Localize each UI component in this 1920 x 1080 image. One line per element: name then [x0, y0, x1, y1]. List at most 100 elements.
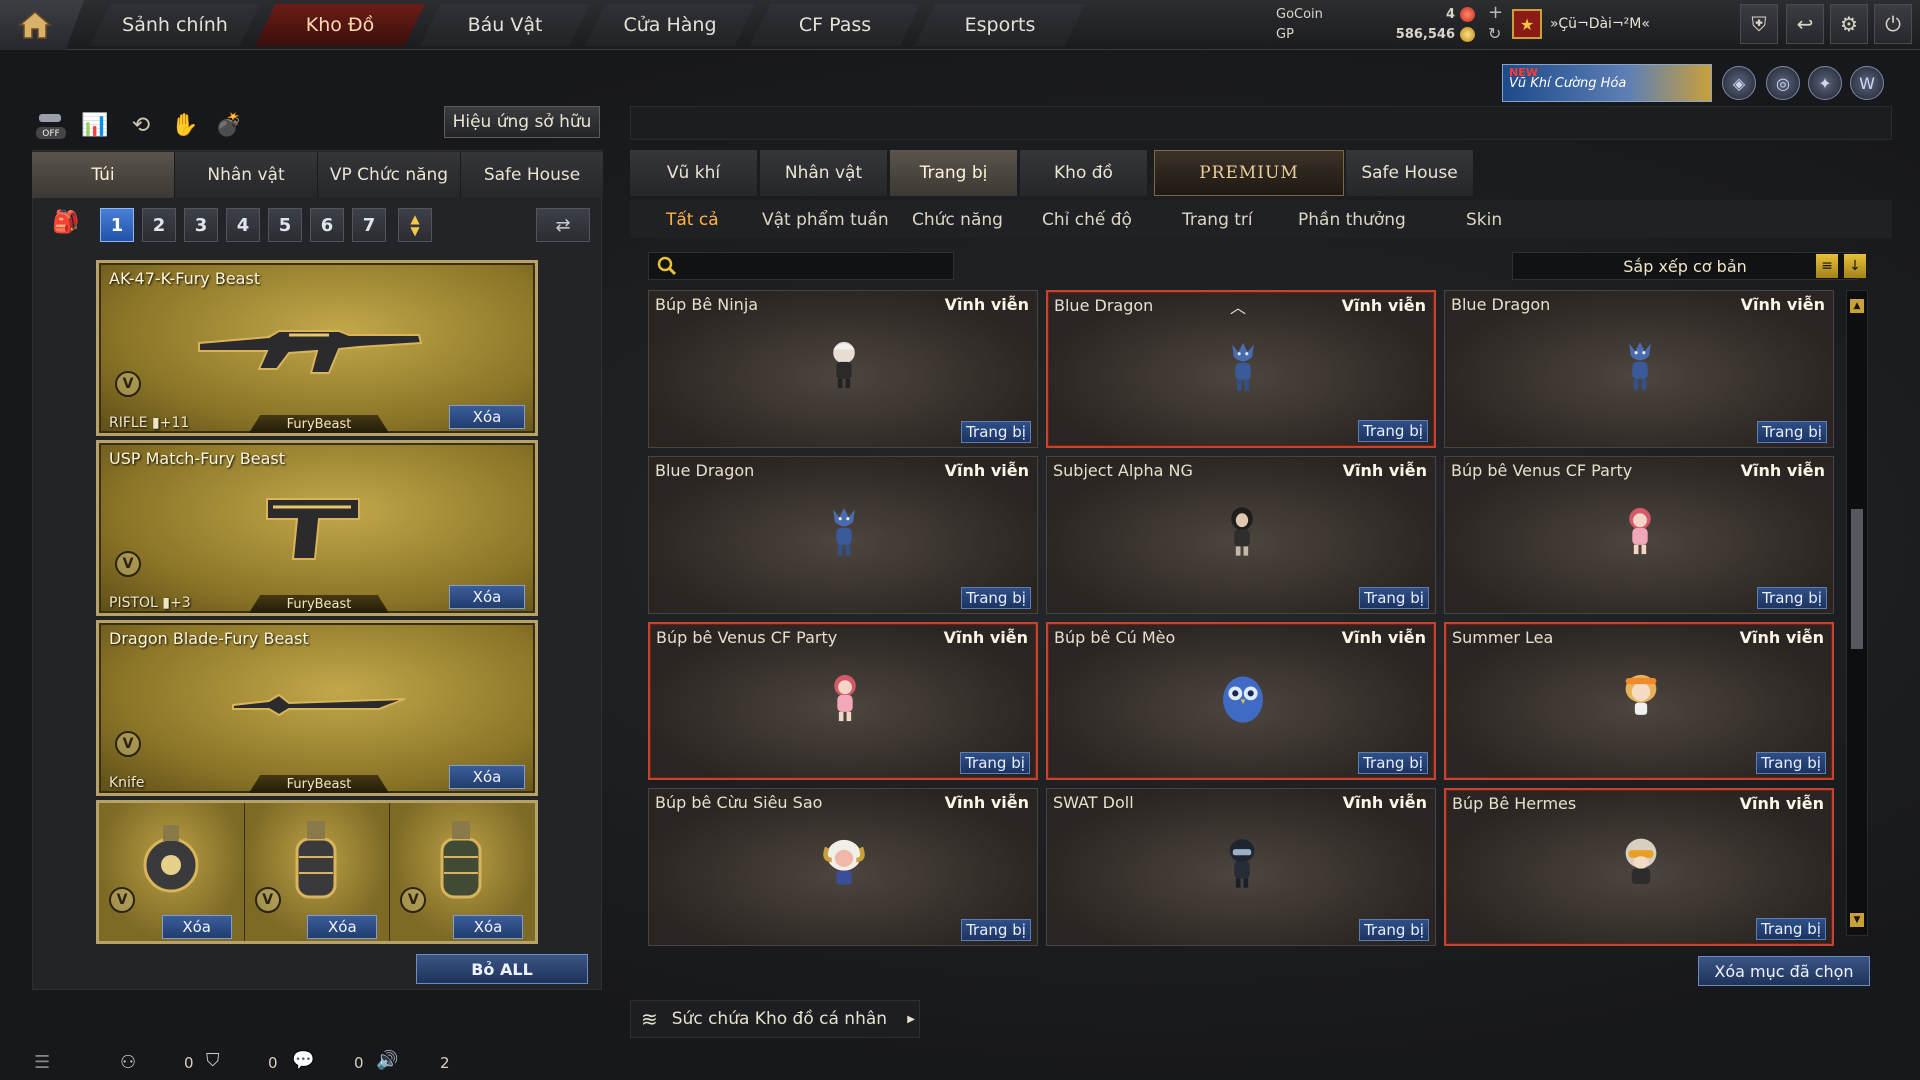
friends-icon[interactable]: ⚇: [120, 1052, 137, 1073]
bag-slot-1[interactable]: 1: [100, 208, 134, 242]
equip-button[interactable]: Trang bị: [1756, 752, 1826, 774]
scroll-down-icon[interactable]: ▼: [1850, 913, 1864, 927]
clan-shield-icon[interactable]: ⛉: [206, 1050, 220, 1071]
bag-slot-2[interactable]: 2: [142, 208, 176, 242]
nav-tab-lobby[interactable]: Sảnh chính: [90, 4, 260, 46]
tab-weapons[interactable]: Vũ khí: [630, 150, 758, 196]
grenade-slot-3[interactable]: V Xóa: [390, 803, 536, 941]
star-event-icon[interactable]: ✦: [1808, 66, 1842, 100]
toggle-off-icon[interactable]: OFF: [34, 108, 68, 142]
nav-tab-shop[interactable]: Cửa Hàng: [585, 4, 755, 46]
globe-event-icon[interactable]: ◎: [1766, 66, 1800, 100]
menu-list-icon[interactable]: ☰: [34, 1052, 51, 1073]
equip-button[interactable]: Trang bị: [1358, 752, 1428, 774]
tab-character[interactable]: Nhân vật: [175, 152, 318, 198]
bag-slot-6[interactable]: 6: [310, 208, 344, 242]
nav-tab-esports[interactable]: Esports: [915, 4, 1085, 46]
exit-room-icon[interactable]: ↩: [1786, 4, 1824, 44]
subtab-all[interactable]: Tất cả: [666, 210, 719, 230]
equip-button[interactable]: Trang bị: [1757, 421, 1827, 443]
grenade-slot-1[interactable]: V Xóa: [99, 803, 245, 941]
tab-premium[interactable]: PREMIUM: [1154, 150, 1344, 196]
search-input[interactable]: [685, 257, 953, 275]
bag-slot-5[interactable]: 5: [268, 208, 302, 242]
sort-dropdown[interactable]: Sắp xếp cơ bản: [1512, 252, 1858, 280]
transfer-bag-icon[interactable]: ⇄: [536, 208, 590, 242]
equip-button[interactable]: Trang bị: [1359, 587, 1429, 609]
tab-bag[interactable]: Túi: [32, 152, 175, 198]
weapon-card-knife[interactable]: Dragon Blade-Fury Beast V Knife FuryBeas…: [96, 620, 538, 796]
sort-desc-icon[interactable]: ↓: [1844, 254, 1866, 278]
delete-selected-button[interactable]: Xóa mục đã chọn: [1698, 956, 1870, 986]
item-search-box[interactable]: [648, 252, 954, 280]
scroll-thumb[interactable]: [1851, 509, 1863, 649]
add-coin-icon[interactable]: +: [1488, 2, 1504, 23]
subtab-mode-only[interactable]: Chỉ chế độ: [1042, 210, 1132, 230]
bag-slot-7[interactable]: 7: [352, 208, 386, 242]
chat-bubble-icon[interactable]: 💬: [292, 1050, 315, 1071]
tab-safe-house-right[interactable]: Safe House: [1346, 150, 1474, 196]
shield-icon[interactable]: ⛨: [1740, 4, 1778, 44]
equip-button[interactable]: Trang bị: [960, 752, 1030, 774]
list-view-icon[interactable]: ≡: [1816, 254, 1838, 278]
equip-button[interactable]: Trang bị: [1358, 420, 1428, 442]
item-grid-scrollbar[interactable]: ▲ ▼: [1846, 290, 1868, 936]
power-icon[interactable]: ⏻: [1874, 4, 1912, 44]
delete-grenade-button[interactable]: Xóa: [307, 915, 378, 939]
hand-icon[interactable]: ✋: [171, 112, 199, 138]
slot-scroll-arrows[interactable]: ▲▼: [398, 208, 432, 242]
delete-weapon-button[interactable]: Xóa: [449, 585, 525, 609]
weapon-upgrade-banner[interactable]: NEW Vũ Khí Cường Hóa: [1502, 64, 1712, 102]
stats-chart-icon[interactable]: 📊: [81, 112, 109, 138]
delete-weapon-button[interactable]: Xóa: [449, 765, 525, 789]
tab-safe-house[interactable]: Safe House: [461, 152, 604, 198]
delete-grenade-button[interactable]: Xóa: [161, 915, 232, 939]
subtab-weekly-items[interactable]: Vật phẩm tuần: [762, 210, 889, 230]
tab-characters[interactable]: Nhân vật: [760, 150, 888, 196]
owned-effects-button[interactable]: Hiệu ứng sở hữu: [444, 106, 600, 138]
settings-gear-icon[interactable]: ⚙: [1830, 4, 1868, 44]
delete-grenade-button[interactable]: Xóa: [453, 915, 524, 939]
w-event-icon[interactable]: W: [1850, 66, 1884, 100]
subtab-skin[interactable]: Skin: [1466, 210, 1503, 230]
subtab-decoration[interactable]: Trang trí: [1182, 210, 1253, 230]
nav-tab-treasure[interactable]: Báu Vật: [420, 4, 590, 46]
history-icon[interactable]: ⟲: [131, 112, 151, 138]
grenade-icon[interactable]: 💣: [215, 112, 243, 138]
subtab-functional[interactable]: Chức năng: [912, 210, 1003, 230]
tab-equipment[interactable]: Trang bị: [890, 150, 1018, 196]
weapon-card-rifle[interactable]: AK-47-K-Fury Beast V RIFLE ▮+11 FuryBeas…: [96, 260, 538, 436]
mission-badge-icon[interactable]: ◈: [1722, 66, 1756, 100]
speaker-icon[interactable]: 🔊: [376, 1050, 399, 1071]
equip-button[interactable]: Trang bị: [1756, 918, 1826, 940]
equip-button[interactable]: Trang bị: [961, 421, 1031, 443]
tab-functional-items[interactable]: VP Chức năng: [318, 152, 461, 198]
refresh-icon[interactable]: ↻: [1488, 24, 1502, 43]
delete-weapon-button[interactable]: Xóa: [449, 405, 525, 429]
storage-capacity-bar[interactable]: ≋ Sức chứa Kho đồ cá nhân ▶: [630, 1000, 920, 1038]
tab-storage[interactable]: Kho đồ: [1020, 150, 1148, 196]
subtab-rewards[interactable]: Phần thưởng: [1298, 210, 1406, 230]
equip-button[interactable]: Trang bị: [1359, 919, 1429, 941]
remove-all-button[interactable]: Bỏ ALL: [416, 954, 588, 984]
nav-tab-inventory[interactable]: Kho Đồ: [255, 4, 425, 46]
player-info[interactable]: ★ »Çü¬Dài¬²M«: [1512, 4, 1712, 44]
nav-tab-cf-pass[interactable]: CF Pass: [750, 4, 920, 46]
equip-button[interactable]: Trang bị: [961, 587, 1031, 609]
bag-slot-3[interactable]: 3: [184, 208, 218, 242]
scroll-up-icon[interactable]: ▲: [1850, 299, 1864, 313]
grenade-slot-2[interactable]: V Xóa: [244, 803, 391, 941]
weapon-card-pistol[interactable]: USP Match-Fury Beast V PISTOL ▮+3 FuryBe…: [96, 440, 538, 616]
